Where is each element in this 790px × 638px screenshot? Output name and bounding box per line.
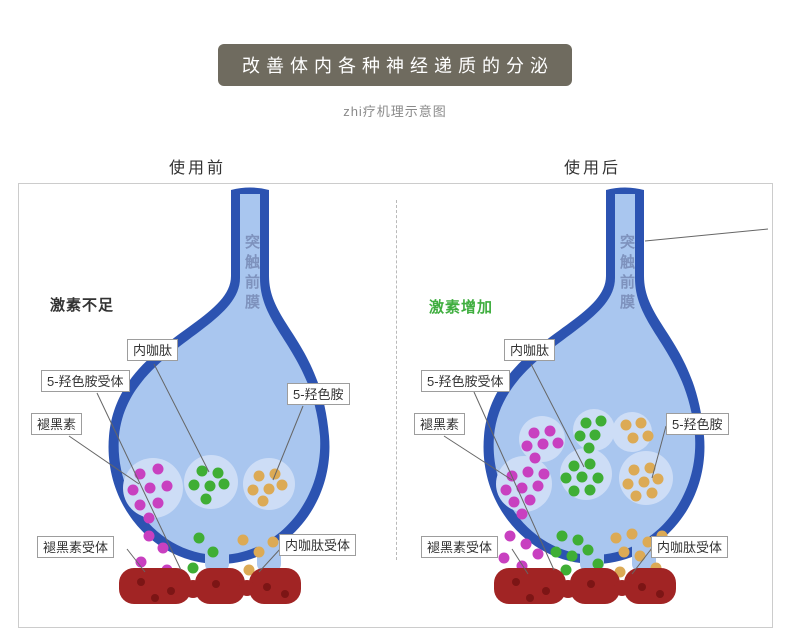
title-banner: 改善体内各种神经递质的分泌 (218, 44, 572, 86)
panel-before: 突触前膜 激素不足 内咖肽 5-羟色胺受体 5-羟色胺 褪黑素 褪黑素受体 内咖… (19, 184, 397, 627)
presynaptic-membrane-label-before: 突触前膜 (243, 234, 260, 314)
dots-serotonin (550, 415, 607, 580)
synapse-illustration-after (443, 187, 769, 604)
panel-after: 突触前膜 激素增加 内咖肽 5-羟色胺受体 5-羟色胺 褪黑素 褪黑素受体 内咖… (394, 184, 772, 627)
label-endorphin-after: 内咖肽 (504, 339, 556, 361)
receptor-mounds (494, 568, 676, 604)
label-serotonin-before: 5-羟色胺 (287, 383, 350, 405)
label-melatonin-receptor-after: 褪黑素受体 (421, 536, 499, 558)
label-endorphin-before: 内咖肽 (127, 339, 179, 361)
diagram-box: 突触前膜 激素不足 内咖肽 5-羟色胺受体 5-羟色胺 褪黑素 褪黑素受体 内咖… (18, 183, 773, 628)
dashed-divider (395, 200, 397, 560)
header-after-use: 使用后 (563, 160, 621, 177)
label-serotonin-after: 5-羟色胺 (666, 413, 729, 435)
subtitle: zhi疗机理示意图 (343, 104, 447, 119)
label-serotonin-receptor-after: 5-羟色胺受体 (421, 370, 510, 392)
column-headers: 使用前 使用后 (0, 154, 790, 178)
leader-lines (443, 228, 769, 575)
presynaptic-membrane-label-after: 突触前膜 (618, 234, 635, 314)
label-melatonin-before: 褪黑素 (31, 413, 83, 435)
status-text-after: 激素增加 (429, 299, 494, 316)
label-endorphin-receptor-before: 内咖肽受体 (279, 534, 357, 556)
receptor-mounds (119, 568, 301, 604)
synapse-illustration-before (68, 187, 330, 604)
header-before-use: 使用前 (168, 160, 226, 177)
leader-lines (68, 363, 304, 573)
status-text-before: 激素不足 (50, 297, 115, 314)
label-serotonin-receptor-before: 5-羟色胺受体 (41, 370, 130, 392)
label-endorphin-receptor-after: 内咖肽受体 (651, 536, 729, 558)
label-melatonin-receptor-before: 褪黑素受体 (37, 536, 115, 558)
label-melatonin-after: 褪黑素 (414, 413, 466, 435)
